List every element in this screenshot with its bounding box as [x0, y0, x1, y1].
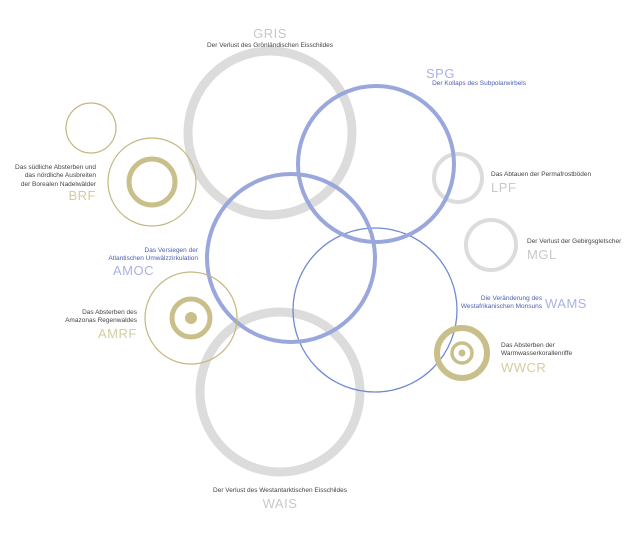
wams-description-line: Die Veränderung des [480, 295, 542, 302]
amoc-description-line: Atlantischen Umwälzzirkulation [108, 255, 198, 263]
amoc-description-line: Das Versiegen der [144, 247, 198, 254]
amoc-ring [205, 172, 377, 344]
wwcr-description: Das Absterben der Warmwasserkorallenriff… [501, 342, 572, 359]
gris-abbr: GRIS [253, 26, 287, 41]
amrf-description-line: Das Absterben des [82, 309, 137, 316]
wams-ring [292, 227, 458, 393]
lpf-abbr: LPF [491, 180, 517, 195]
wwcr-description-line: Das Absterben der [501, 342, 555, 349]
wams-abbr: WAMS [545, 296, 587, 311]
brf-description-line: das nördliche Ausbreiten [24, 172, 96, 180]
brf-description-line: der Borealen Nadelwälder [20, 180, 96, 188]
mgl-description: Der Verlust der Gebirgsgletscher [527, 238, 622, 245]
wais-ring [195, 307, 365, 477]
brf-outer-ring [65, 102, 117, 154]
gris-ring [183, 46, 357, 220]
wais-abbr: WAIS [262, 496, 298, 511]
gris-description: Der Verlust des Grönländischen Eisschild… [206, 42, 334, 49]
lpf-ring [432, 152, 484, 204]
amrf-outer-ring [144, 271, 238, 365]
wwcr-abbr: WWCR [501, 360, 547, 375]
spg-ring [296, 84, 456, 244]
wams-description: Die Veränderung des Westafrikanischen Mo… [436, 295, 542, 312]
mgl-abbr: MGL [527, 247, 557, 262]
wwcr-core [458, 349, 466, 357]
brf-inner-ring [126, 156, 178, 208]
amrf-core [185, 312, 197, 324]
wwcr-middle-ring [450, 341, 474, 365]
wams-description-line: Westafrikanischen Monsuns [460, 303, 542, 311]
brf-abbr: BRF [68, 188, 96, 203]
brf-description: Das südliche Absterben und das nördliche… [6, 164, 96, 189]
amrf-middle-ring [169, 296, 213, 340]
amoc-description: Das Versiegen der Atlantischen Umwälzzir… [66, 247, 198, 264]
mgl-ring [464, 218, 518, 272]
spg-description: Der Kollaps des Subpolarwirbels [432, 80, 526, 87]
wais-description: Der Verlust des Westantarktischen Eissch… [213, 487, 347, 494]
amrf-description: Das Absterben des Amazonas Regenwaldes [40, 309, 137, 326]
brf-middle-ring [107, 137, 197, 227]
brf-description-line: Das südliche Absterben und [15, 164, 96, 171]
lpf-description: Das Abtauen der Permafrostböden [491, 171, 592, 178]
amoc-abbr: AMOC [113, 263, 154, 278]
wwcr-outer-ring [434, 325, 490, 381]
wwcr-description-line: Warmwasserkorallenriffe [501, 350, 573, 358]
spg-abbr: SPG [426, 66, 455, 81]
amrf-description-line: Amazonas Regenwaldes [65, 317, 137, 325]
amrf-abbr: AMRF [98, 326, 137, 341]
